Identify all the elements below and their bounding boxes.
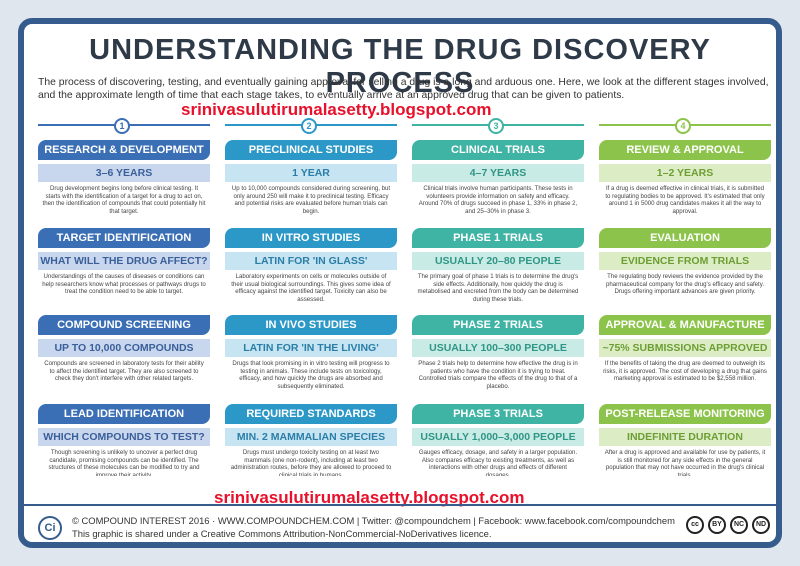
- section-text: Gauges efficacy, dosage, and safety in a…: [418, 449, 578, 476]
- column-review-approval: 4 REVIEW & APPROVAL 1–2 YEARS If a drug …: [599, 118, 771, 476]
- section-title: IN VIVO STUDIES: [225, 315, 397, 335]
- infographic-frame: UNDERSTANDING THE DRUG DISCOVERY PROCESS…: [18, 18, 782, 548]
- column-research-development: 1 RESEARCH & DEVELOPMENT 3–6 YEARS Drug …: [38, 118, 210, 476]
- column-intro: Clinical trials involve human participan…: [418, 185, 578, 215]
- column-header: REVIEW & APPROVAL: [599, 140, 771, 160]
- section-title: IN VITRO STUDIES: [225, 228, 397, 248]
- section-subtitle: USUALLY 1,000–3,000 PEOPLE: [412, 428, 584, 446]
- section-text: Drugs that look promising in in vitro te…: [232, 360, 390, 390]
- compound-interest-logo: Ci: [38, 516, 62, 540]
- section-title: PHASE 3 TRIALS: [412, 404, 584, 424]
- page-title: UNDERSTANDING THE DRUG DISCOVERY PROCESS: [89, 34, 711, 99]
- section-text: After a drug is approved and available f…: [604, 449, 766, 476]
- section-subtitle: LATIN FOR 'IN THE LIVING': [225, 339, 397, 357]
- section-title: POST-RELEASE MONITORING: [599, 404, 771, 424]
- section-text: If the benefits of taking the drug are d…: [603, 360, 767, 383]
- section-text: Laboratory experiments on cells or molec…: [231, 273, 391, 303]
- stage-number: 4: [675, 118, 691, 134]
- section-subtitle: USUALLY 20–80 PEOPLE: [412, 252, 584, 270]
- footer: Ci © COMPOUND INTEREST 2016 · WWW.COMPOU…: [24, 504, 776, 542]
- section-text: Understandings of the causes of diseases…: [42, 273, 206, 296]
- section-title: TARGET IDENTIFICATION: [38, 228, 210, 248]
- section-title: PHASE 2 TRIALS: [412, 315, 584, 335]
- column-duration: 3–6 YEARS: [38, 164, 210, 182]
- cc-nd-icon: ND: [752, 516, 770, 534]
- stage-number: 1: [114, 118, 130, 134]
- section-subtitle: USUALLY 100–300 PEOPLE: [412, 339, 584, 357]
- section-text: Compounds are screened in laboratory tes…: [44, 360, 204, 383]
- watermark-top: srinivasulutirumalasetty.blogspot.com: [181, 100, 492, 119]
- section-subtitle: WHAT WILL THE DRUG AFFECT?: [38, 252, 210, 270]
- column-duration: 4–7 YEARS: [412, 164, 584, 182]
- stage-number-line: 3: [412, 118, 584, 134]
- section-text: The regulating body reviews the evidence…: [605, 273, 765, 296]
- footer-credits: © COMPOUND INTEREST 2016 · WWW.COMPOUNDC…: [72, 515, 675, 526]
- column-header: CLINICAL TRIALS: [412, 140, 584, 160]
- column-duration: 1–2 YEARS: [599, 164, 771, 182]
- section-text: The primary goal of phase 1 trials is to…: [417, 273, 579, 303]
- cc-icon: cc: [686, 516, 704, 534]
- stage-number-line: 1: [38, 118, 210, 134]
- section-title: REQUIRED STANDARDS: [225, 404, 397, 424]
- stage-number: 3: [488, 118, 504, 134]
- stage-number-line: 2: [225, 118, 397, 134]
- column-clinical-trials: 3 CLINICAL TRIALS 4–7 YEARS Clinical tri…: [412, 118, 584, 476]
- section-subtitle: EVIDENCE FROM TRIALS: [599, 252, 771, 270]
- section-subtitle: WHICH COMPOUNDS TO TEST?: [38, 428, 210, 446]
- column-intro: If a drug is deemed effective in clinica…: [605, 185, 765, 215]
- stage-number: 2: [301, 118, 317, 134]
- section-subtitle: LATIN FOR 'IN GLASS': [225, 252, 397, 270]
- section-subtitle: MIN. 2 MAMMALIAN SPECIES: [225, 428, 397, 446]
- section-title: LEAD IDENTIFICATION: [38, 404, 210, 424]
- footer-licence: This graphic is shared under a Creative …: [72, 528, 492, 539]
- column-intro: Up to 10,000 compounds considered during…: [231, 185, 391, 215]
- section-subtitle: ~75% SUBMISSIONS APPROVED: [599, 339, 771, 357]
- column-intro: Drug development begins long before clin…: [42, 185, 206, 215]
- stage-number-line: 4: [599, 118, 771, 134]
- section-text: Phase 2 trials help to determine how eff…: [418, 360, 578, 390]
- section-subtitle: INDEFINITE DURATION: [599, 428, 771, 446]
- cc-nc-icon: NC: [730, 516, 748, 534]
- intro-text: The process of discovering, testing, and…: [38, 77, 769, 101]
- section-title: COMPOUND SCREENING: [38, 315, 210, 335]
- section-title: EVALUATION: [599, 228, 771, 248]
- column-header: RESEARCH & DEVELOPMENT: [38, 140, 210, 160]
- section-text: Drugs must undergo toxicity testing on a…: [230, 449, 392, 476]
- section-text: Though screening is unlikely to uncover …: [48, 449, 200, 476]
- column-header: PRECLINICAL STUDIES: [225, 140, 397, 160]
- column-duration: 1 YEAR: [225, 164, 397, 182]
- watermark-bottom: srinivasulutirumalasetty.blogspot.com: [214, 488, 525, 507]
- section-title: PHASE 1 TRIALS: [412, 228, 584, 248]
- section-title: APPROVAL & MANUFACTURE: [599, 315, 771, 335]
- section-subtitle: UP TO 10,000 COMPOUNDS: [38, 339, 210, 357]
- cc-by-icon: BY: [708, 516, 726, 534]
- column-preclinical-studies: 2 PRECLINICAL STUDIES 1 YEAR Up to 10,00…: [225, 118, 397, 476]
